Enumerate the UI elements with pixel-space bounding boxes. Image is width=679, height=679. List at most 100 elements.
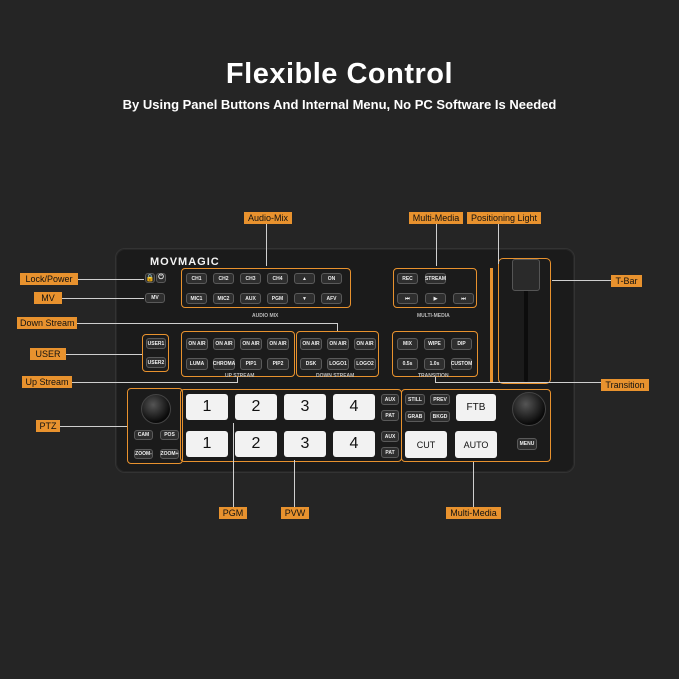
mv-button[interactable]: MV <box>145 293 165 303</box>
leader-user <box>66 354 142 355</box>
lock-icon[interactable]: 🔒 <box>145 273 155 283</box>
leader-multi-media-top <box>436 224 437 266</box>
upstream-key-button[interactable]: LUMA <box>186 358 208 370</box>
audio-button[interactable]: CH1 <box>186 273 207 284</box>
pgm-side-button[interactable]: PAT <box>381 410 399 421</box>
pgm-input-button[interactable]: 3 <box>284 394 326 420</box>
downstream-key-button[interactable]: LOGO2 <box>354 358 376 370</box>
downstream-key-button[interactable]: LOGO1 <box>327 358 349 370</box>
audio-button[interactable]: MIC2 <box>213 293 234 304</box>
downstream-on-air-button[interactable]: ON AIR <box>354 338 376 350</box>
callout-pgm: PGM <box>219 507 247 519</box>
user-button[interactable]: USER1 <box>146 338 166 349</box>
menu-knob[interactable] <box>512 392 546 426</box>
audio-button[interactable]: ON <box>321 273 342 284</box>
media-grab-button[interactable]: STILL <box>405 394 425 405</box>
pvw-side-button[interactable]: PAT <box>381 447 399 458</box>
media-grab-button[interactable]: BKGD <box>430 411 450 422</box>
media-playback-button[interactable]: ⏭ <box>453 293 474 304</box>
transition-duration-button[interactable]: 0.5s <box>397 358 418 370</box>
ptz-joystick[interactable] <box>141 394 171 424</box>
upstream-key-button[interactable]: CHROMA <box>213 358 235 370</box>
audio-button[interactable]: PGM <box>267 293 288 304</box>
leader-mv <box>62 298 144 299</box>
pvw-input-button[interactable]: 1 <box>186 431 228 457</box>
ftb-button[interactable]: FTB <box>456 394 496 421</box>
audio-button[interactable]: CH4 <box>267 273 288 284</box>
media-button[interactable]: STREAM <box>425 273 446 284</box>
pgm-input-button[interactable]: 1 <box>186 394 228 420</box>
callout-multi-media-top: Multi-Media <box>409 212 463 224</box>
leader-multi-media-bottom <box>473 462 474 507</box>
upstream-group <box>181 331 295 377</box>
logo-text: MOVMAGIC <box>150 256 220 268</box>
leader-transition <box>435 382 602 383</box>
t-bar-frame <box>498 258 551 384</box>
media-playback-button[interactable]: ⏮ <box>397 293 418 304</box>
audio-button[interactable]: MIC1 <box>186 293 207 304</box>
upstream-on-air-button[interactable]: ON AIR <box>267 338 289 350</box>
brand-logo: MOVMAGIC <box>150 256 220 268</box>
positioning-light <box>490 268 493 382</box>
cut-auto-group <box>401 389 551 462</box>
media-button[interactable]: REC <box>397 273 418 284</box>
leader-lock-power <box>78 279 144 280</box>
menu-button[interactable]: MENU <box>517 438 537 450</box>
upstream-key-button[interactable]: PIP1 <box>240 358 262 370</box>
page-title: Flexible Control <box>225 58 454 90</box>
transition-duration-button[interactable]: CUSTOM <box>451 358 472 370</box>
t-bar-handle[interactable] <box>512 259 540 291</box>
transition-duration-button[interactable]: 1.0s <box>424 358 445 370</box>
t-bar-track[interactable] <box>524 270 528 382</box>
pgm-input-button[interactable]: 4 <box>333 394 375 420</box>
audio-button[interactable]: CH3 <box>240 273 261 284</box>
upstream-on-air-button[interactable]: ON AIR <box>213 338 235 350</box>
media-grab-button[interactable]: GRAB <box>405 411 425 422</box>
upstream-key-button[interactable]: PIP2 <box>267 358 289 370</box>
callout-multi-media-bottom: Multi-Media <box>446 507 501 519</box>
ptz-button[interactable]: ZOOM+ <box>160 449 179 459</box>
downstream-key-button[interactable]: DSK <box>300 358 322 370</box>
multi-media-section-label: MULTI-MEDIA <box>417 313 450 319</box>
audio-button[interactable]: CH2 <box>213 273 234 284</box>
page-subtitle: By Using Panel Buttons And Internal Menu… <box>122 97 557 112</box>
ptz-button[interactable]: CAM <box>134 430 153 440</box>
media-grab-button[interactable]: PREV <box>430 394 450 405</box>
cut-button[interactable]: CUT <box>405 431 447 458</box>
callout-audio-mix: Audio-Mix <box>244 212 292 224</box>
leader-positioning-light <box>498 224 499 264</box>
callout-ptz: PTZ <box>36 420 60 432</box>
audio-button[interactable]: AFV <box>321 293 342 304</box>
pgm-input-button[interactable]: 2 <box>235 394 277 420</box>
leader-up-stream <box>72 382 237 383</box>
media-playback-button[interactable]: ▶ <box>425 293 446 304</box>
upstream-on-air-button[interactable]: ON AIR <box>186 338 208 350</box>
transition-section-label: TRANSITION <box>418 373 449 379</box>
upstream-on-air-button[interactable]: ON AIR <box>240 338 262 350</box>
pvw-input-button[interactable]: 3 <box>284 431 326 457</box>
user-button[interactable]: USER2 <box>146 357 166 368</box>
audio-button[interactable]: AUX <box>240 293 261 304</box>
audio-button[interactable]: ▲ <box>294 273 315 284</box>
transition-type-button[interactable]: DIP <box>451 338 472 350</box>
audio-mix-section-label: AUDIO MIX <box>252 313 279 319</box>
callout-positioning-light: Positioning Light <box>467 212 541 224</box>
audio-mix-group <box>181 268 351 308</box>
transition-type-button[interactable]: MIX <box>397 338 418 350</box>
downstream-on-air-button[interactable]: ON AIR <box>327 338 349 350</box>
leader-ptz <box>60 426 127 427</box>
pgm-side-button[interactable]: AUX <box>381 394 399 405</box>
pvw-input-button[interactable]: 2 <box>235 431 277 457</box>
callout-down-stream: Down Stream <box>17 317 77 329</box>
callout-user: USER <box>30 348 66 360</box>
power-icon[interactable]: ⏻ <box>156 273 166 283</box>
downstream-on-air-button[interactable]: ON AIR <box>300 338 322 350</box>
audio-button[interactable]: ▼ <box>294 293 315 304</box>
transition-type-button[interactable]: WIPE <box>424 338 445 350</box>
auto-button[interactable]: AUTO <box>455 431 497 458</box>
leader-up-stream-drop <box>237 377 238 383</box>
pvw-side-button[interactable]: AUX <box>381 431 399 442</box>
ptz-button[interactable]: POS <box>160 430 179 440</box>
ptz-button[interactable]: ZOOM- <box>134 449 153 459</box>
pvw-input-button[interactable]: 4 <box>333 431 375 457</box>
